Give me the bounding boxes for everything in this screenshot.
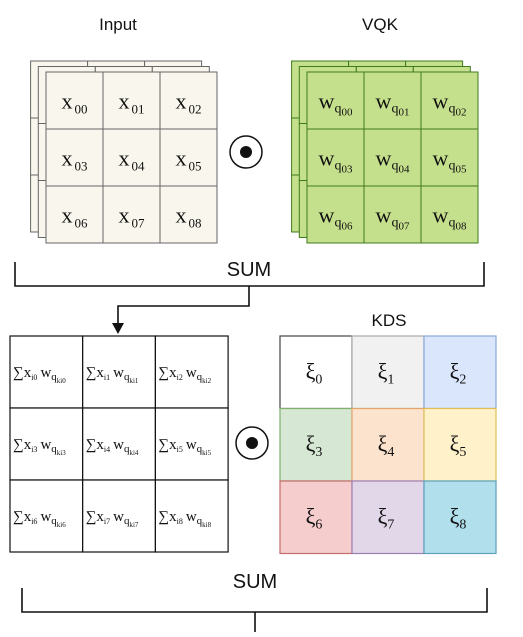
cube-cell-label: wq06: [319, 203, 353, 233]
kds-cell-label: ξ5: [450, 431, 467, 460]
cube-cell: wq06: [306, 185, 365, 244]
sum-label-top: SUM: [227, 259, 271, 281]
cube-cell-label: wq01: [376, 89, 410, 119]
kds-cell-label: ξ0: [306, 358, 323, 387]
flow-arrow: [117, 286, 250, 325]
cube-cell-label: wq02: [433, 89, 467, 119]
sum-label-bottom: SUM: [233, 571, 277, 593]
kds-cell: ξ2: [423, 335, 497, 410]
cube-cell: wq01: [363, 71, 422, 130]
vqk-label: VQK: [362, 15, 399, 34]
kds-cell: ξ0: [279, 335, 353, 410]
cube-cell-label: wq04: [376, 146, 410, 176]
kds-cell: ξ1: [351, 335, 425, 410]
cube-cell: wq03: [306, 128, 365, 187]
kds-cell: ξ3: [279, 407, 353, 482]
cube-cell-label: wq00: [319, 89, 353, 119]
sum-brace-bottom: [21, 588, 488, 632]
cube-cell: wq02: [420, 71, 479, 130]
cube-cell-label: wq08: [433, 203, 467, 233]
cube-cell: wq00: [306, 71, 365, 130]
cube-cell: wq07: [363, 185, 422, 244]
cube-cell-label: wq07: [376, 203, 410, 233]
kds-label: KDS: [372, 311, 407, 330]
cube-cell-label: wq05: [433, 146, 467, 176]
input-label: Input: [99, 15, 137, 34]
vqk-cube: wq00 wq01 wq02 wq03 wq04 wq05 wq06 wq07 wq08: [291, 60, 479, 244]
kds-cell-label: ξ4: [378, 431, 395, 460]
kds-cell: ξ7: [351, 480, 425, 555]
kds-cell-label: ξ2: [450, 358, 467, 387]
kds-grid: ξ0 ξ1 ξ2 ξ3 ξ4 ξ5 ξ6 ξ7 ξ8: [279, 335, 497, 555]
kds-cell: ξ4: [351, 407, 425, 482]
kds-cell-label: ξ1: [378, 358, 395, 387]
flow-arrow-head: [112, 323, 124, 334]
kds-cell-label: ξ7: [378, 503, 395, 532]
cube-cell: wq04: [363, 128, 422, 187]
kds-cell-label: ξ6: [306, 503, 323, 532]
kds-cell: ξ5: [423, 407, 497, 482]
cube-cell: wq08: [420, 185, 479, 244]
cube-cell: wq05: [420, 128, 479, 187]
kds-cell-label: ξ3: [306, 431, 323, 460]
elementwise-operator-bottom: [235, 426, 269, 460]
kds-cell: ξ6: [279, 480, 353, 555]
elementwise-operator-top: [229, 135, 263, 169]
cube-cell-label: wq03: [319, 146, 353, 176]
kds-cell-label: ξ8: [450, 503, 467, 532]
kds-cell: ξ8: [423, 480, 497, 555]
